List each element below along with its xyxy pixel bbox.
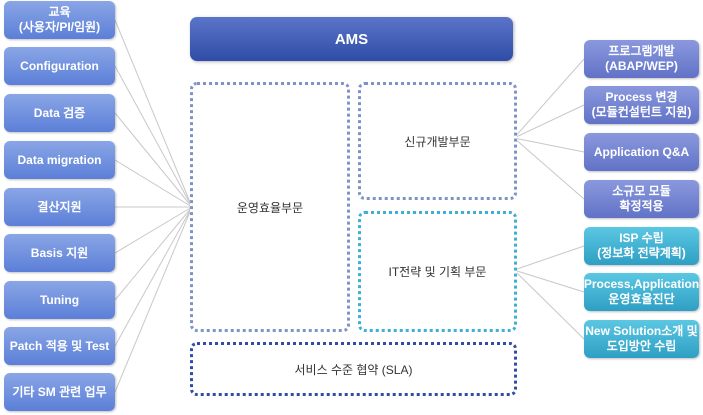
connector-new-dev-3 <box>513 137 585 200</box>
it-strategy-section: IT전략 및 기획 부문 <box>358 211 517 332</box>
left-item-other-sm: 기타 SM 관련 업무 <box>4 373 115 411</box>
sla-section: 서비스 수준 협약 (SLA) <box>190 342 517 396</box>
left-item-basis-support: Basis 지원 <box>4 234 115 272</box>
new-development-section: 신규개발부문 <box>358 82 517 200</box>
right-item-program-dev: 프로그램개발 (ABAP/WEP) <box>584 40 699 78</box>
connector-new-dev-2 <box>513 137 585 153</box>
new-development-label: 신규개발부문 <box>404 134 471 149</box>
operation-efficiency-label: 운영효율부문 <box>236 200 304 215</box>
left-item-education: 교육 (사용자/PI/임원) <box>4 1 115 39</box>
connector-new-dev-1 <box>513 104 585 139</box>
connector-it-0 <box>513 245 585 271</box>
connector-left-5 <box>114 206 193 254</box>
right-item-small-module: 소규모 모듈 확정적용 <box>584 180 699 218</box>
right-item-efficiency-diagnosis: Process,Application 운영효율진단 <box>584 273 699 311</box>
connector-left-2 <box>114 112 193 208</box>
connector-left-3 <box>114 159 193 208</box>
left-item-patch-test: Patch 적용 및 Test <box>4 327 115 365</box>
left-item-settlement-support: 결산지원 <box>4 188 115 226</box>
connector-it-2 <box>513 269 585 340</box>
right-item-application-qa: Application Q&A <box>584 133 699 171</box>
connector-new-dev-0 <box>513 58 585 139</box>
connector-left-8 <box>114 206 193 393</box>
ams-header: AMS <box>190 17 513 61</box>
it-strategy-label: IT전략 및 기획 부문 <box>388 265 487 279</box>
left-item-tuning: Tuning <box>4 281 115 319</box>
connector-left-1 <box>114 65 193 208</box>
right-item-new-solution: New Solution소개 및 도입방안 수립 <box>584 320 699 358</box>
left-item-data-migration: Data migration <box>4 141 115 179</box>
connector-left-7 <box>114 206 193 347</box>
connector-left-6 <box>114 206 193 301</box>
sla-label: 서비스 수준 협약 (SLA) <box>294 362 413 377</box>
connector-it-1 <box>513 269 585 293</box>
right-item-isp: ISP 수립 (정보화 전략계획) <box>584 227 699 265</box>
right-item-process-change: Process 변경 (모듈컨설턴트 지원) <box>584 86 699 124</box>
left-item-configuration: Configuration <box>4 47 115 85</box>
left-item-data-verification: Data 검증 <box>4 94 115 132</box>
operation-efficiency-section: 운영효율부문 <box>190 82 350 332</box>
connector-left-0 <box>114 19 193 208</box>
